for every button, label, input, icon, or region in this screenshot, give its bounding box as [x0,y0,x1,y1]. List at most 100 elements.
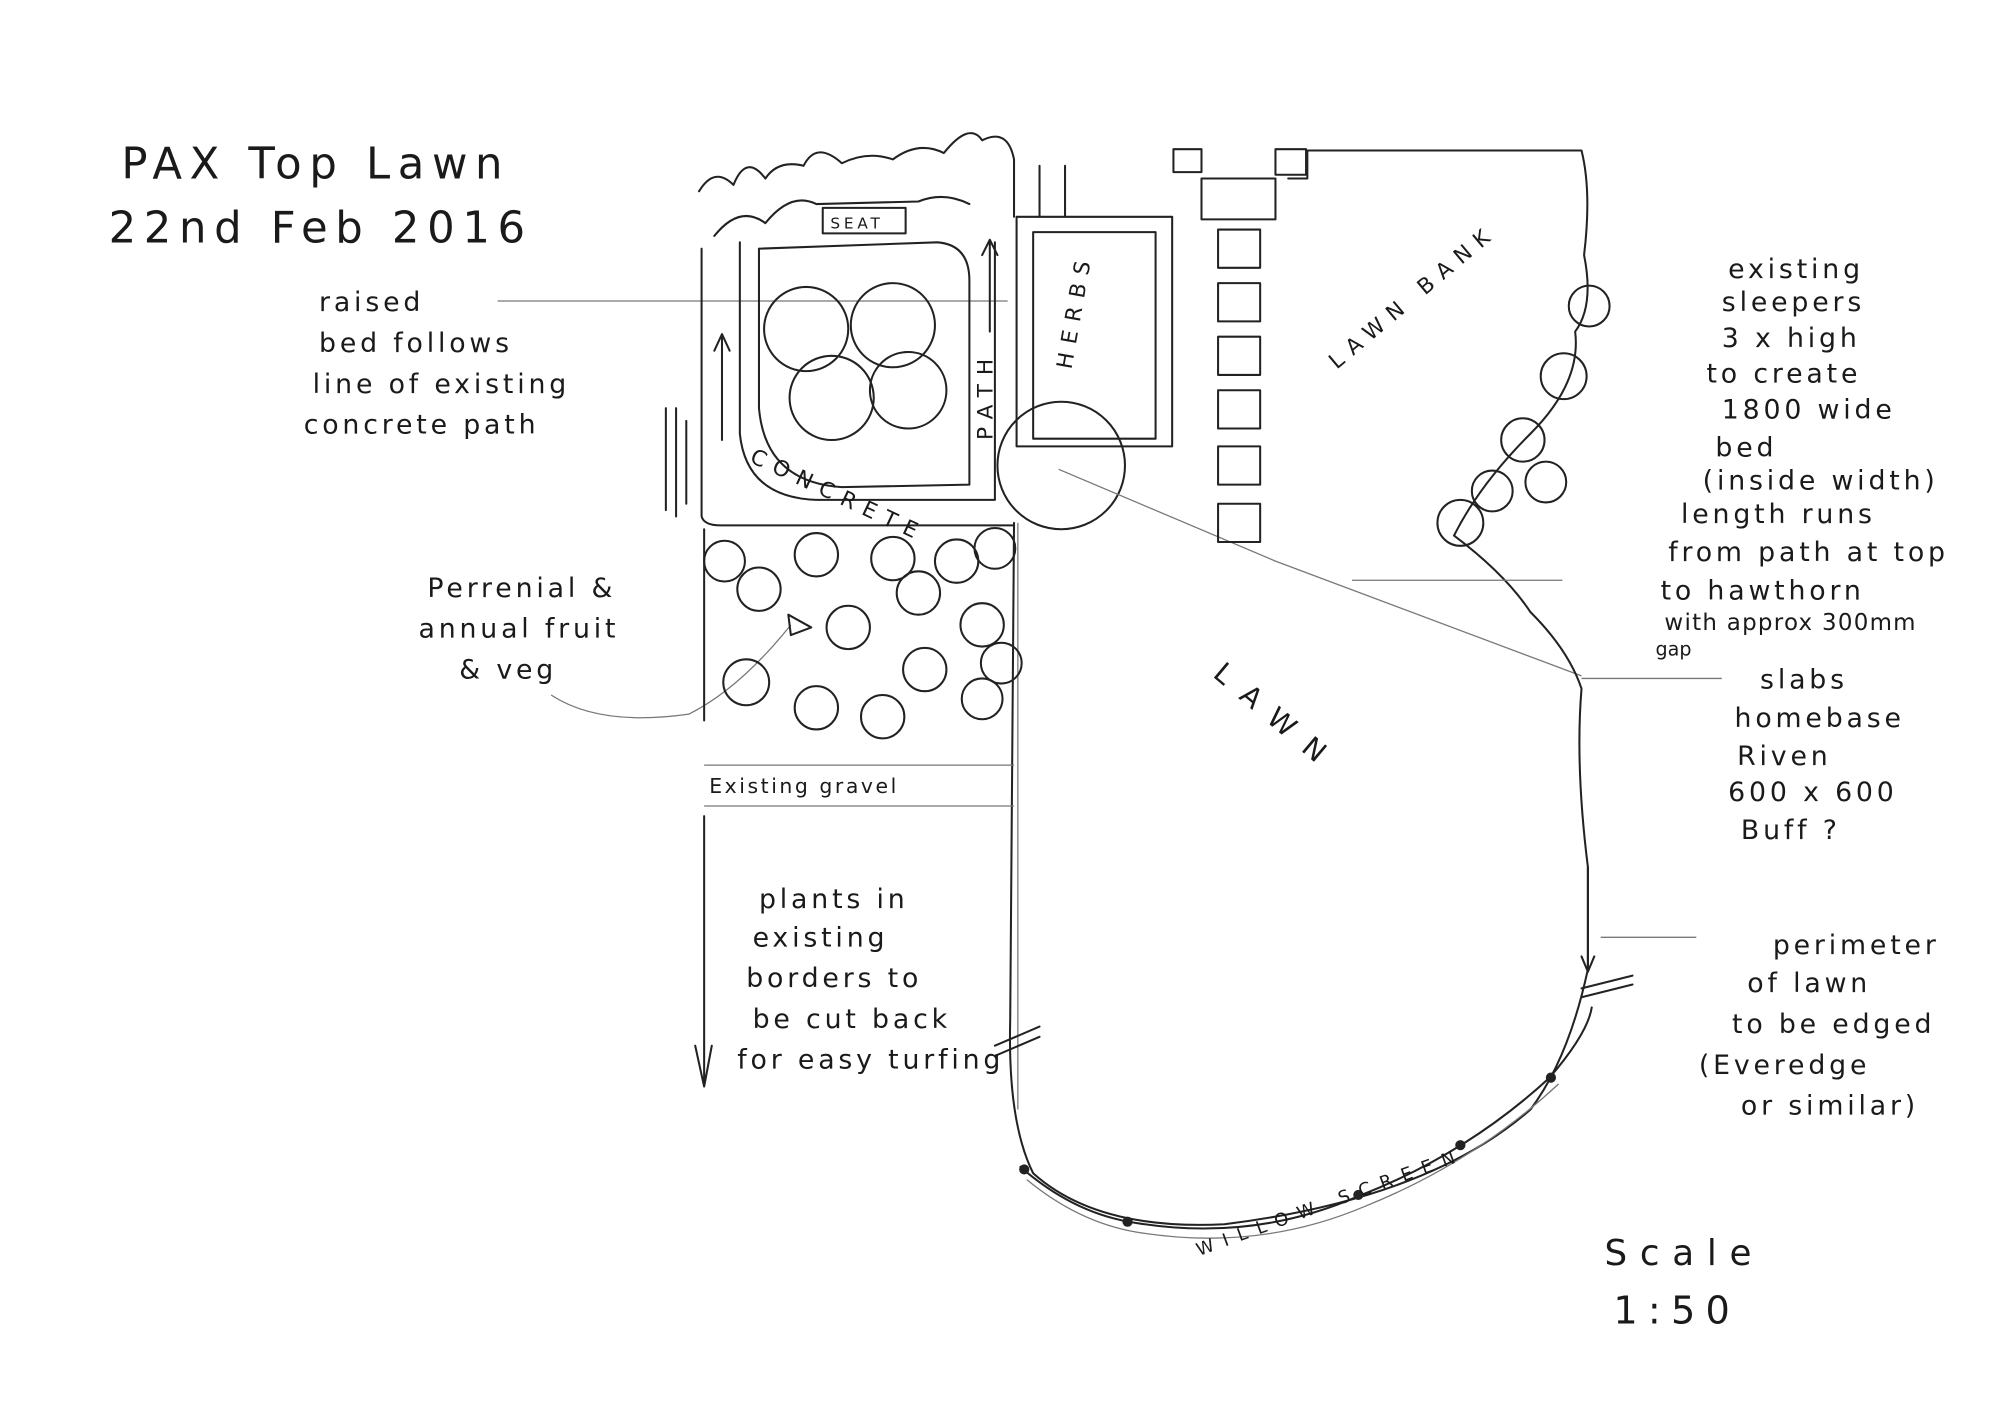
herbs-bed-inner [1032,231,1157,440]
plant-icon [870,535,916,582]
slab [1172,148,1203,174]
note-line: from path at top [1668,537,1949,568]
note-line: to be edged [1732,1009,1935,1040]
concrete-label: CONCRETE [746,444,929,547]
tree-icon [849,282,936,369]
note-line: bed follows [319,328,513,359]
note-line: to create [1707,359,1862,390]
note-line: slabs [1760,665,1848,696]
note-line: for easy turfing [737,1045,1004,1076]
shrub-icon [1470,469,1514,513]
note-line: 3 x high [1722,323,1861,354]
note-line: raised [319,287,424,318]
leader-line [1058,468,1582,677]
path-label: PATH [973,350,998,440]
note-line: be cut back [753,1004,951,1035]
note-line: or similar) [1741,1091,1919,1122]
scale-value: 1:50 [1613,1289,1740,1334]
plan-title: PAX Top Lawn [121,140,510,190]
edge-marks [993,1025,1041,1057]
tree-icon [788,354,875,441]
fruit-veg-plants [703,526,1023,740]
tree-icon [763,285,850,373]
concrete-outline [700,247,1016,527]
slab [1217,335,1262,376]
arrow-down-icon [1580,866,1596,973]
note-line: 1800 wide [1722,394,1896,425]
arrow-up-icon [713,333,731,441]
post [1455,1140,1466,1151]
trees-in-bed [763,282,948,441]
slab [1217,502,1262,544]
slab [1217,389,1262,430]
plant-icon [979,641,1023,685]
gravel-label: Existing gravel [709,774,899,798]
note-line: & veg [459,654,557,685]
plant-icon [933,538,980,584]
slab-step [1200,177,1277,221]
note-line: Buff ? [1741,815,1841,846]
slab [1217,445,1262,486]
note-plants-borders: plants in existing borders to be cut bac… [737,884,1004,1076]
hedge-inner [713,196,971,237]
edge-marks [1580,974,1634,999]
arrow-up-icon [981,238,999,333]
plant-icon [703,539,746,583]
plant-icon [793,532,840,578]
arrow-icon [787,613,813,637]
note-perimeter: perimeter of lawn to be edged (Everedge … [1699,930,1940,1122]
note-line: of lawn [1747,968,1871,999]
shrub-icon [1436,498,1485,547]
tree-icon [868,350,948,430]
post [1545,1072,1557,1083]
plant-icon [960,677,1004,721]
border-line [694,815,713,1088]
plant-icon [973,526,1017,570]
willow-screen-label: WILLOW SCREEN [1193,1144,1467,1261]
lawn-corner [1287,149,1309,180]
willow-screen-line-2 [1026,1083,1560,1239]
bed-access-lines [1038,164,1067,218]
note-line: borders to [746,963,922,994]
hedge-outline [698,132,1016,218]
willow-screen-line [1019,1006,1593,1230]
note-sleepers: existing sleepers 3 x high to create 180… [1655,254,1949,660]
note-line: plants in [759,884,909,915]
hawthorn-tree-icon [996,400,1126,531]
note-line: perimeter [1773,930,1940,961]
plant-icon [895,570,942,616]
plant-icon [859,694,906,740]
lawn-outline [1008,149,1589,1226]
seat-label: SEAT [830,214,883,232]
steps-lines [664,407,688,518]
note-line: (Everedge [1699,1050,1870,1081]
slab [1217,228,1262,269]
slab [1274,148,1308,176]
plant-icon [825,604,871,651]
plant-icon [793,685,840,731]
lawn-label: LAWN [1207,656,1346,780]
concrete-path-edge [738,241,996,501]
note-line: concrete path [304,410,540,441]
plan-date: 22nd Feb 2016 [109,203,533,253]
note-line: existing [753,922,889,953]
plant-icon [722,658,771,707]
raised-bed-outline [757,241,971,489]
note-line: line of existing [313,369,570,400]
note-line: 600 x 600 [1728,777,1897,808]
slab [1217,282,1262,323]
shrub-icon [1567,284,1611,328]
note-line: homebase [1735,703,1905,734]
plant-icon [736,566,782,612]
note-slabs: slabs homebase Riven 600 x 600 Buff ? [1728,665,1905,846]
note-line: annual fruit [418,614,619,645]
lawn-bank-label: LAWN BANK [1324,220,1502,375]
seat-box [821,206,907,235]
hawthorn-cluster [1436,284,1611,547]
shrub-icon [1539,352,1588,401]
note-line: to hawthorn [1661,575,1865,606]
plant-icon [959,602,1005,648]
post [1122,1216,1133,1227]
note-line: with approx 300mm [1664,610,1916,636]
